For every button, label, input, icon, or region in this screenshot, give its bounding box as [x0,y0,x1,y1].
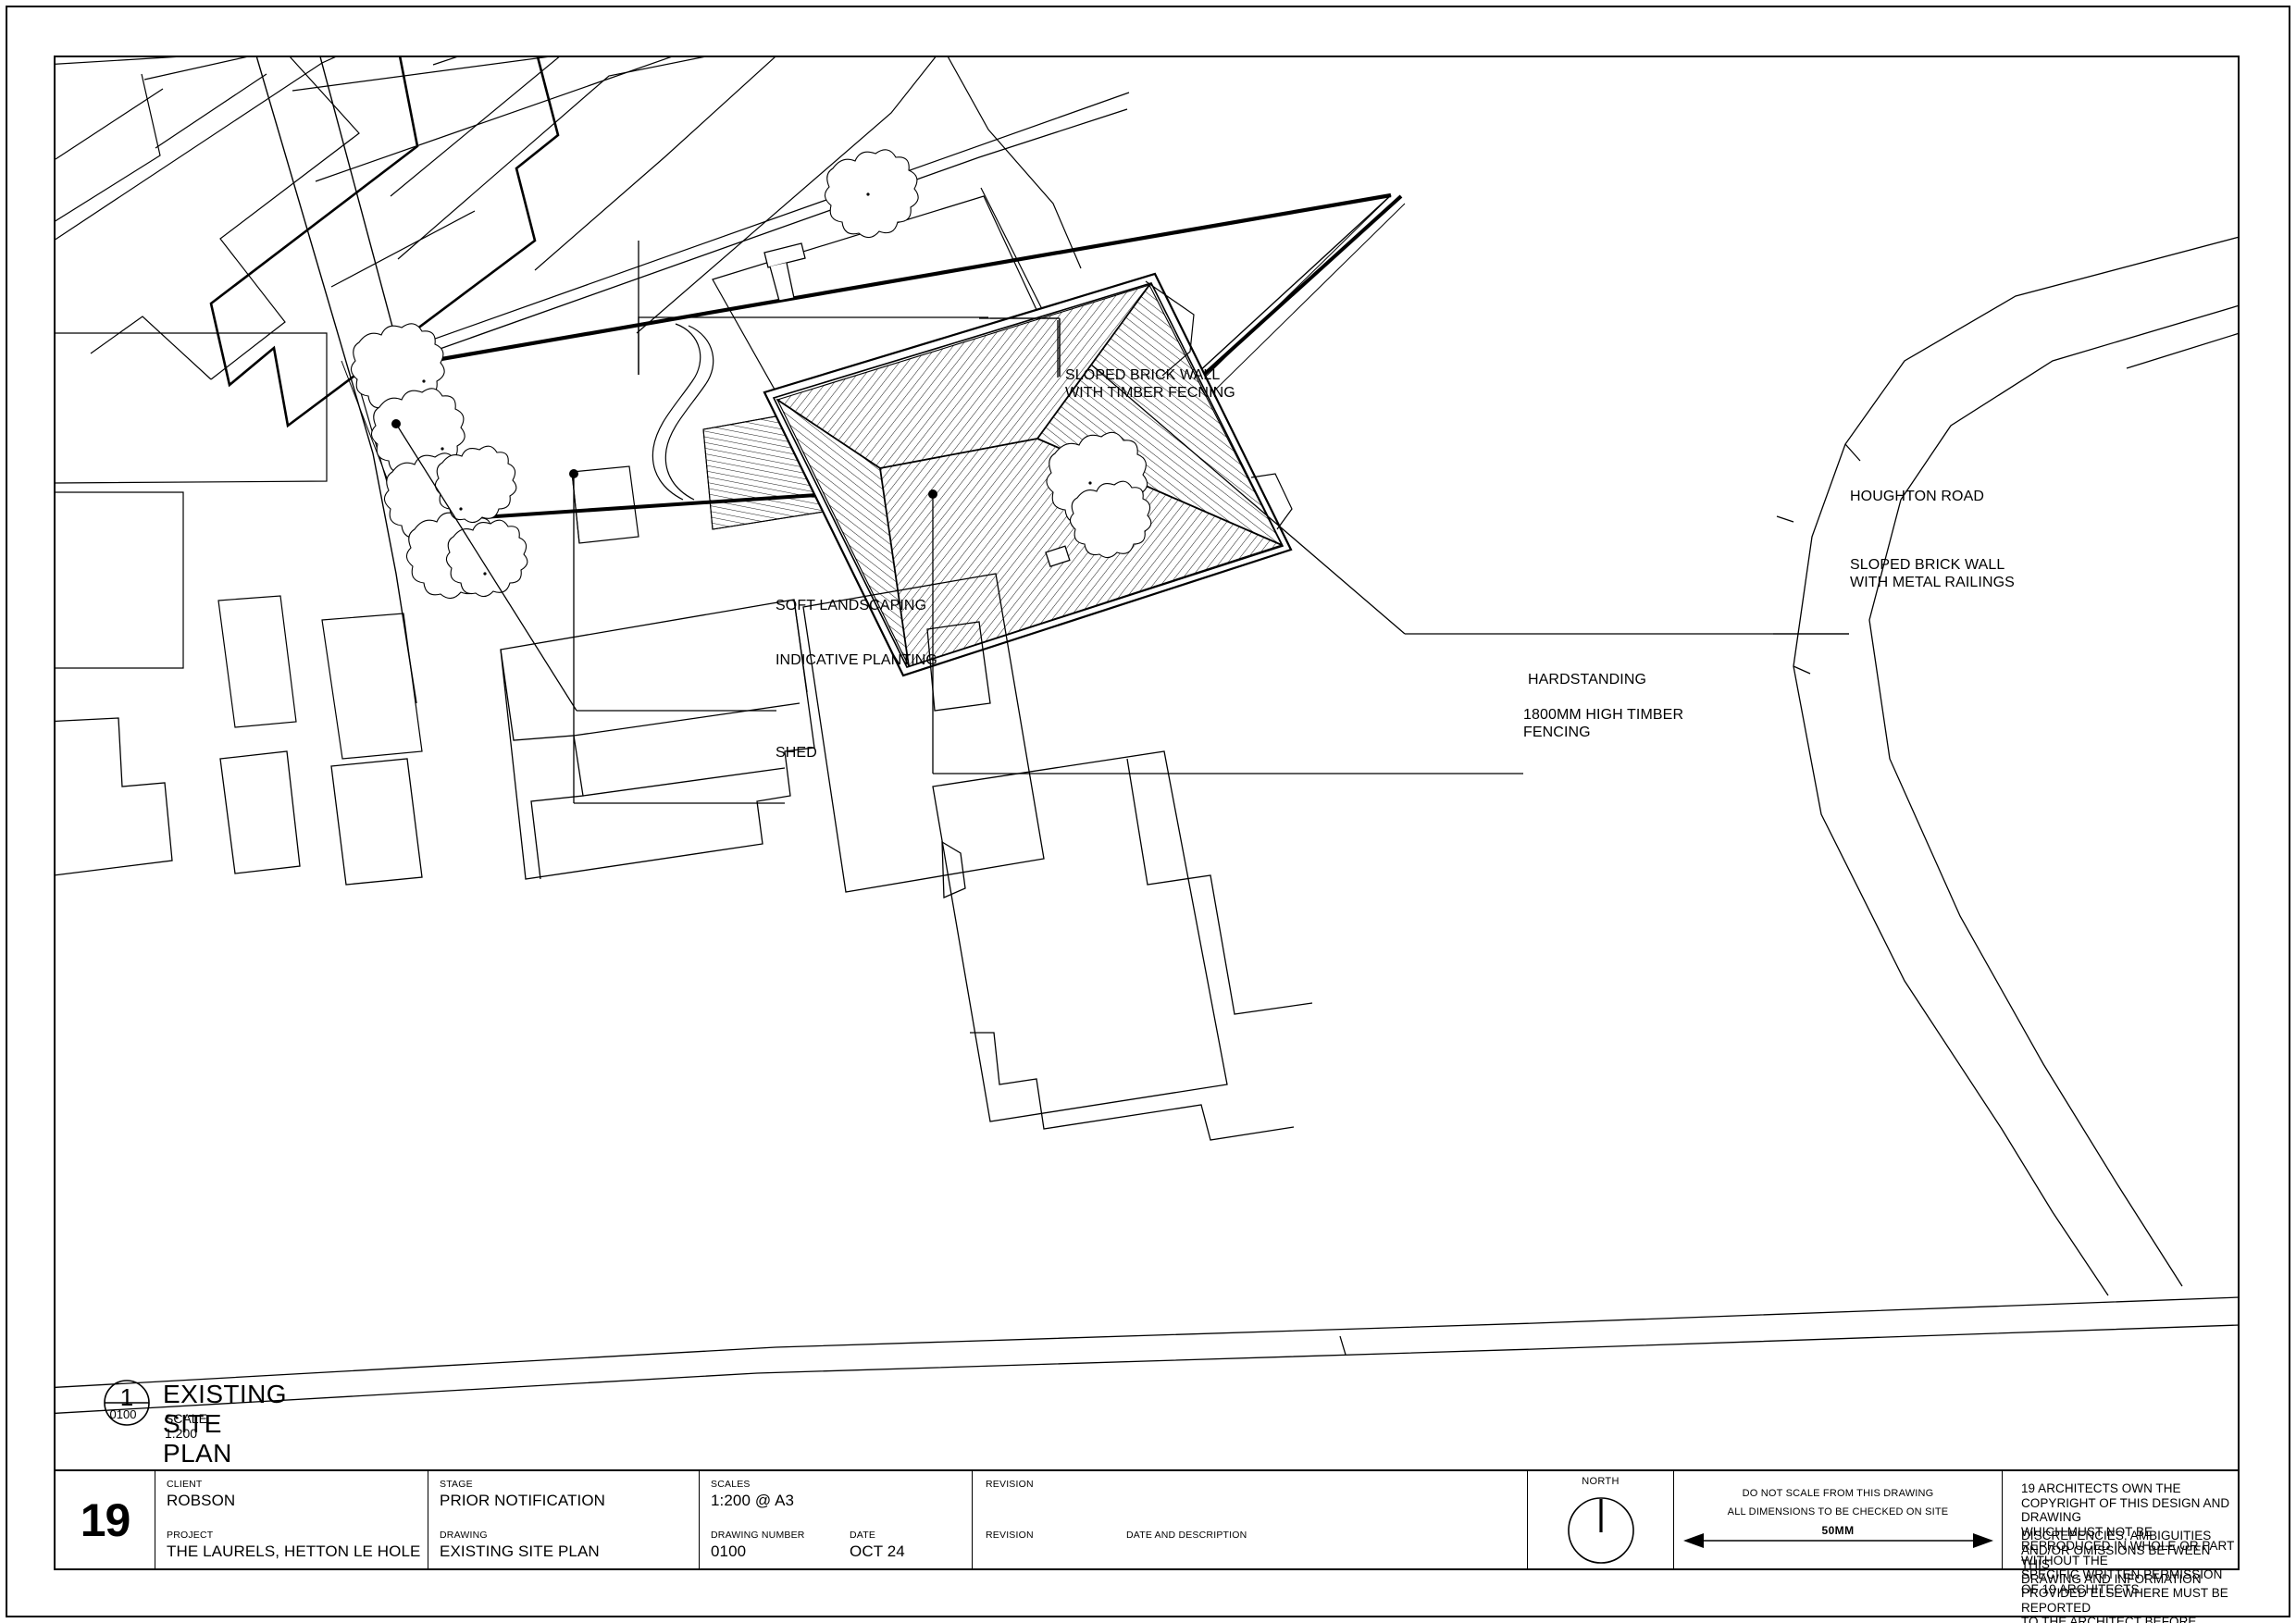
legal-notes-cell: 19 ARCHITECTS OWN THE COPYRIGHT OF THIS … [2003,1471,2238,1623]
check-on-site-note: ALL DIMENSIONS TO BE CHECKED ON SITE [1727,1506,1949,1518]
annotation-houghton-road: HOUGHTON ROAD [1850,489,1985,504]
north-point-cell: NORTH [1528,1471,1674,1568]
client-value: ROBSON [167,1492,236,1509]
date-label: DATE [850,1530,876,1541]
north-label: NORTH [1582,1476,1620,1487]
detail-bubble-icon [104,1380,150,1426]
context-buildings-layer [54,56,1082,760]
scales-label: SCALES [711,1479,751,1490]
discrepancies-note: DISCREPENCIES, AMBIGUITIES AND/OR OMISSI… [2021,1529,2228,1623]
drawing-title-text: EXISTING SITE PLAN [163,1380,287,1471]
site-plan-drawing [54,56,2240,1415]
main-dwelling-roof [763,242,1293,677]
sloped-brick-wall-timber-line [354,192,1392,377]
leader-lines [391,241,1849,804]
drawing-value: EXISTING SITE PLAN [440,1542,600,1560]
date-value: OCT 24 [850,1542,905,1560]
planting-layer [350,149,1152,600]
stage-drawing-cell: STAGE PRIOR NOTIFICATION DRAWING EXISTIN… [428,1471,700,1568]
annotation-timber-fencing: 1800MM HIGH TIMBER FENCING [1523,707,1684,740]
practice-number: 19 [80,1493,131,1546]
detail-number: 1 [119,1383,134,1411]
houghton-road-layer [1776,236,2240,1296]
drawing-label: DRAWING [440,1530,488,1541]
scale-bar-length-label: 50MM [1815,1524,1861,1537]
scales-number-date-cell: SCALES 1:200 @ A3 DRAWING NUMBER 0100 DA… [700,1471,973,1568]
revision-label-bottom: REVISION [986,1530,1034,1541]
stage-label: STAGE [440,1479,473,1490]
annotation-sloped-brick-wall-metal: SLOPED BRICK WALL WITH METAL RAILINGS [1850,557,2015,590]
annotation-soft-landscaping: SOFT LANDSCAPING [776,598,927,613]
pavement-layer [54,1296,2240,1415]
do-not-scale-note: DO NOT SCALE FROM THIS DRAWING [1742,1488,1934,1499]
client-label: CLIENT [167,1479,203,1490]
lower-context-layer [54,573,1313,1141]
copyright-note: 19 ARCHITECTS OWN THE COPYRIGHT OF THIS … [2021,1481,2235,1596]
title-block: 19 CLIENT ROBSON PROJECT THE LAURELS, HE… [54,1469,2240,1623]
annotation-shed: SHED [776,745,817,761]
project-value: THE LAURELS, HETTON LE HOLE [167,1542,421,1560]
revision-date-desc: DATE AND DESCRIPTION [1126,1530,1247,1541]
scale-bar-cell: DO NOT SCALE FROM THIS DRAWING ALL DIMEN… [1674,1471,2003,1568]
detail-sheet-number: 0100 [109,1407,137,1421]
scale-bar-icon [1683,1533,1993,1548]
client-project-cell: CLIENT ROBSON PROJECT THE LAURELS, HETTO… [155,1471,428,1568]
drawing-number-value: 0100 [711,1542,747,1560]
drawing-number-label: DRAWING NUMBER [711,1530,805,1541]
stage-value: PRIOR NOTIFICATION [440,1492,606,1509]
revision-cell: REVISION REVISION DATE AND DESCRIPTION [973,1471,1528,1568]
drawing-title-scale: SCALE 1:200 [165,1411,207,1441]
annotation-sloped-brick-wall-timber: SLOPED BRICK WALL WITH TIMBER FECNING [1065,367,1235,401]
revision-label-top: REVISION [986,1479,1034,1490]
sheet-number-cell: 19 [56,1471,155,1568]
annotation-hardstanding: HARDSTANDING [1528,672,1647,688]
sheet-outer-border [6,6,2290,1617]
scales-value: 1:200 @ A3 [711,1492,795,1509]
project-label: PROJECT [167,1530,214,1541]
annotation-indicative-planting: INDICATIVE PLANTING [776,652,937,668]
north-arrow-icon [1567,1497,1634,1564]
